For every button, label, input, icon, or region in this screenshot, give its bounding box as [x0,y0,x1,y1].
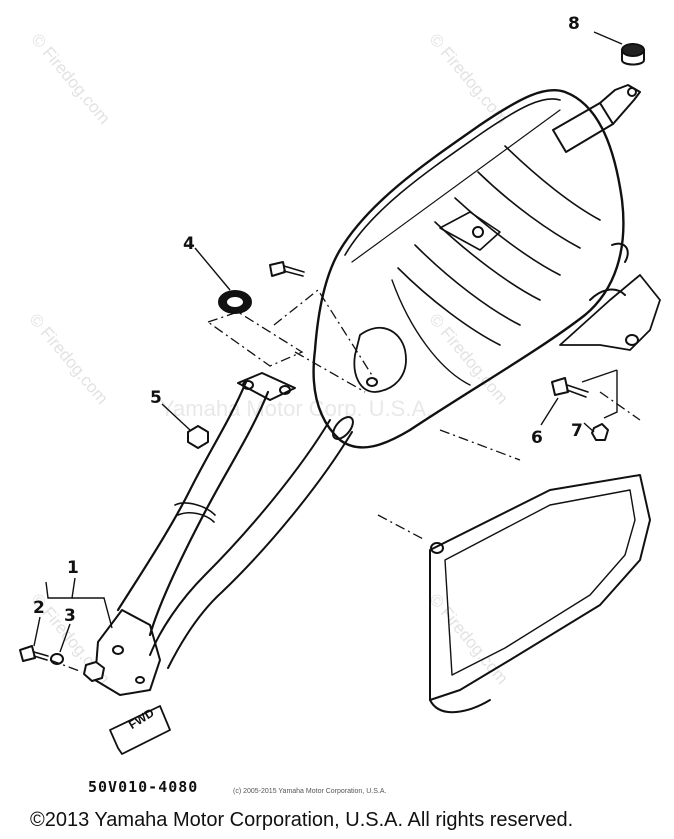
fwd-arrow [109,705,171,755]
leader-flange [294,351,366,393]
nut-bottom [83,661,105,682]
part-code: 50V010-4080 [88,778,199,796]
callout-2: 2 [33,598,45,618]
washer-3 [50,653,64,665]
leader-stay [377,514,426,541]
leader-washer [49,659,83,673]
gasket [218,290,252,314]
watermark-center: Yamaha Motor Corp. U.S.A. [160,396,433,421]
grommet [621,43,645,66]
bolt-6 [551,377,589,398]
leader-bolt-6 [599,391,641,421]
muffler-bracket [559,274,661,351]
leader-center [439,429,521,461]
copyright-footer: ©2013 Yamaha Motor Corporation, U.S.A. A… [30,809,574,831]
callout-7: 7 [571,421,583,441]
callout-8: 8 [568,14,580,34]
muffler [312,88,629,449]
exhaust-pipe [94,372,354,696]
frame-stay [429,474,651,714]
tail-pipe [552,84,641,153]
bolt-2 [19,645,49,662]
nut-flange [187,425,209,449]
callout-1: 1 [67,558,79,578]
small-copyright: (c) 2005-2015 Yamaha Motor Corporation, … [233,788,387,795]
callout-5: 5 [150,388,162,408]
callout-3: 3 [64,606,76,626]
leader-gasket [206,311,304,367]
bolt-muffler-top [269,261,305,277]
callout-4: 4 [183,234,195,254]
callout-lines [33,31,623,653]
washer-7 [591,423,609,441]
callout-6: 6 [531,428,543,448]
leader-bolt-top [273,289,376,381]
